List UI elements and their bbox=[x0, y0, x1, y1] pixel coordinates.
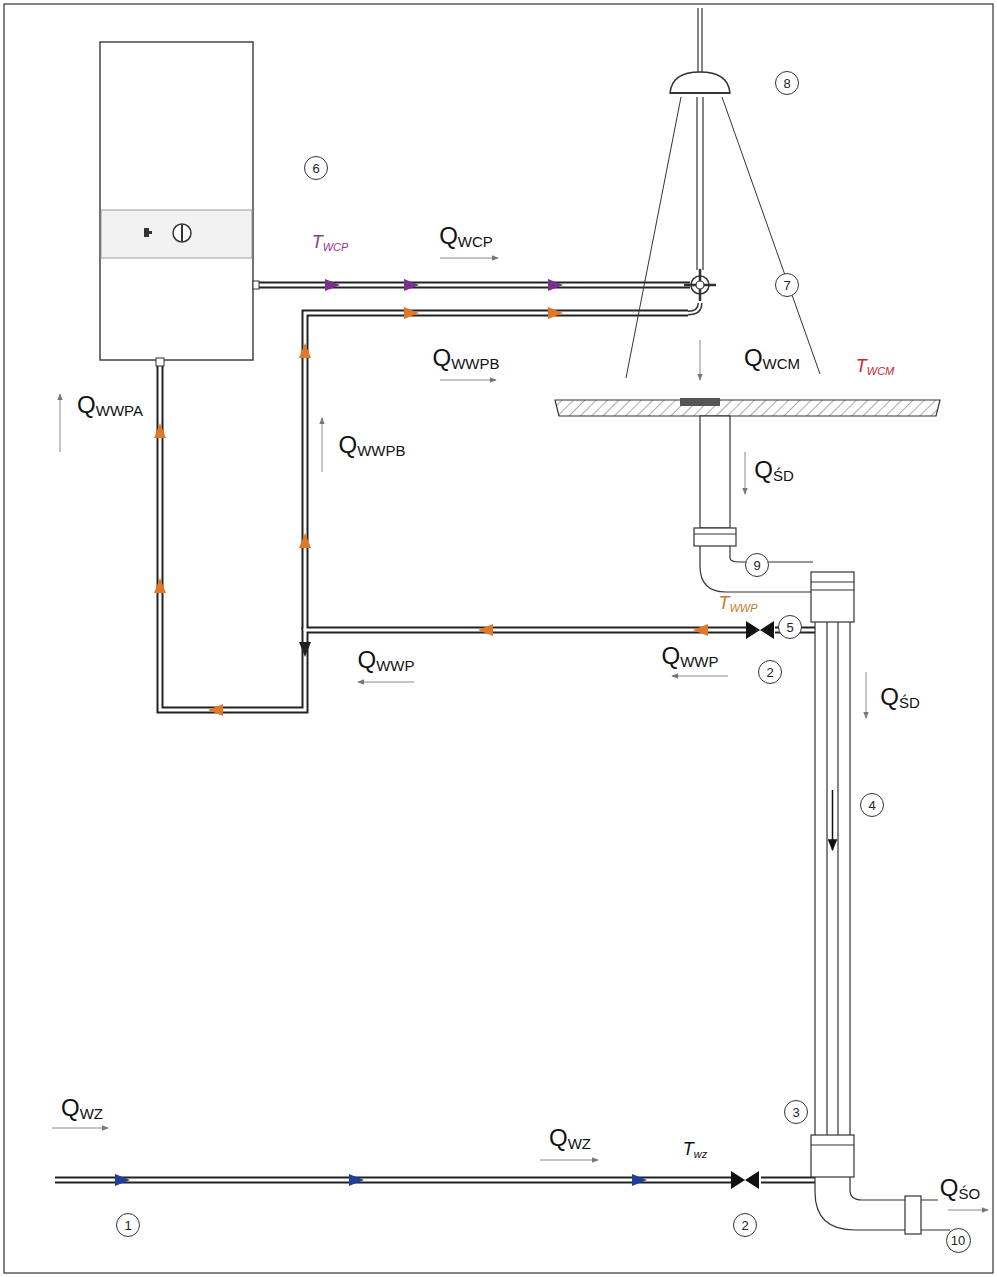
flow-symbol: Twz bbox=[681, 1140, 709, 1160]
callout-circle: 3 bbox=[784, 1100, 808, 1124]
callout-circle: 4 bbox=[860, 793, 884, 817]
shower-tray bbox=[555, 398, 940, 592]
flow-symbol: QWWPA bbox=[75, 392, 145, 419]
callout-circle: 1 bbox=[116, 1213, 140, 1237]
flow-symbol: TWCP bbox=[310, 233, 351, 253]
callout-number: 7 bbox=[783, 279, 790, 292]
flow-symbol: QŚO bbox=[938, 1175, 982, 1202]
callout-circle: 8 bbox=[775, 71, 799, 95]
callout-circle: 2 bbox=[758, 660, 782, 684]
flow-symbol: QWWP bbox=[356, 647, 417, 674]
drain-stack bbox=[811, 572, 950, 1234]
flow-symbol: QWWP bbox=[660, 643, 721, 670]
callout-number: 10 bbox=[951, 1234, 965, 1247]
callout-number: 3 bbox=[792, 1106, 799, 1119]
flow-symbol: TWWP bbox=[716, 594, 759, 614]
callout-number: 5 bbox=[786, 621, 793, 634]
flow-symbol: QWWPB bbox=[431, 345, 502, 372]
water-heater bbox=[100, 42, 259, 366]
callout-circle: 9 bbox=[745, 553, 769, 577]
valves bbox=[731, 621, 774, 1189]
shower bbox=[626, 8, 820, 378]
callout-circle: 10 bbox=[946, 1228, 971, 1253]
flow-symbol: QWZ bbox=[547, 1125, 593, 1152]
flow-symbol: QWWPB bbox=[337, 432, 408, 459]
flow-symbol: TWCM bbox=[854, 357, 897, 377]
flow-arrow bbox=[832, 790, 834, 850]
callout-circle: 2 bbox=[733, 1213, 757, 1237]
frame bbox=[4, 4, 993, 1273]
flow-symbol: QŚD bbox=[752, 457, 796, 484]
callout-number: 8 bbox=[783, 77, 790, 90]
flow-symbol: QWCM bbox=[742, 345, 802, 372]
callout-circle: 5 bbox=[778, 615, 802, 639]
callout-number: 1 bbox=[124, 1219, 131, 1232]
flow-direction-arrows bbox=[52, 258, 988, 1210]
flow-symbol: QŚD bbox=[878, 684, 922, 711]
pipes bbox=[55, 285, 815, 1180]
callout-circle: 6 bbox=[304, 156, 328, 180]
callout-number: 4 bbox=[868, 799, 875, 812]
callout-number: 6 bbox=[312, 162, 319, 175]
flow-symbol: QWCP bbox=[437, 223, 495, 250]
callout-number: 2 bbox=[766, 666, 773, 679]
flow-symbol: QWZ bbox=[59, 1095, 105, 1122]
callout-number: 9 bbox=[753, 559, 760, 572]
callout-circle: 7 bbox=[775, 273, 799, 297]
callout-number: 2 bbox=[741, 1219, 748, 1232]
